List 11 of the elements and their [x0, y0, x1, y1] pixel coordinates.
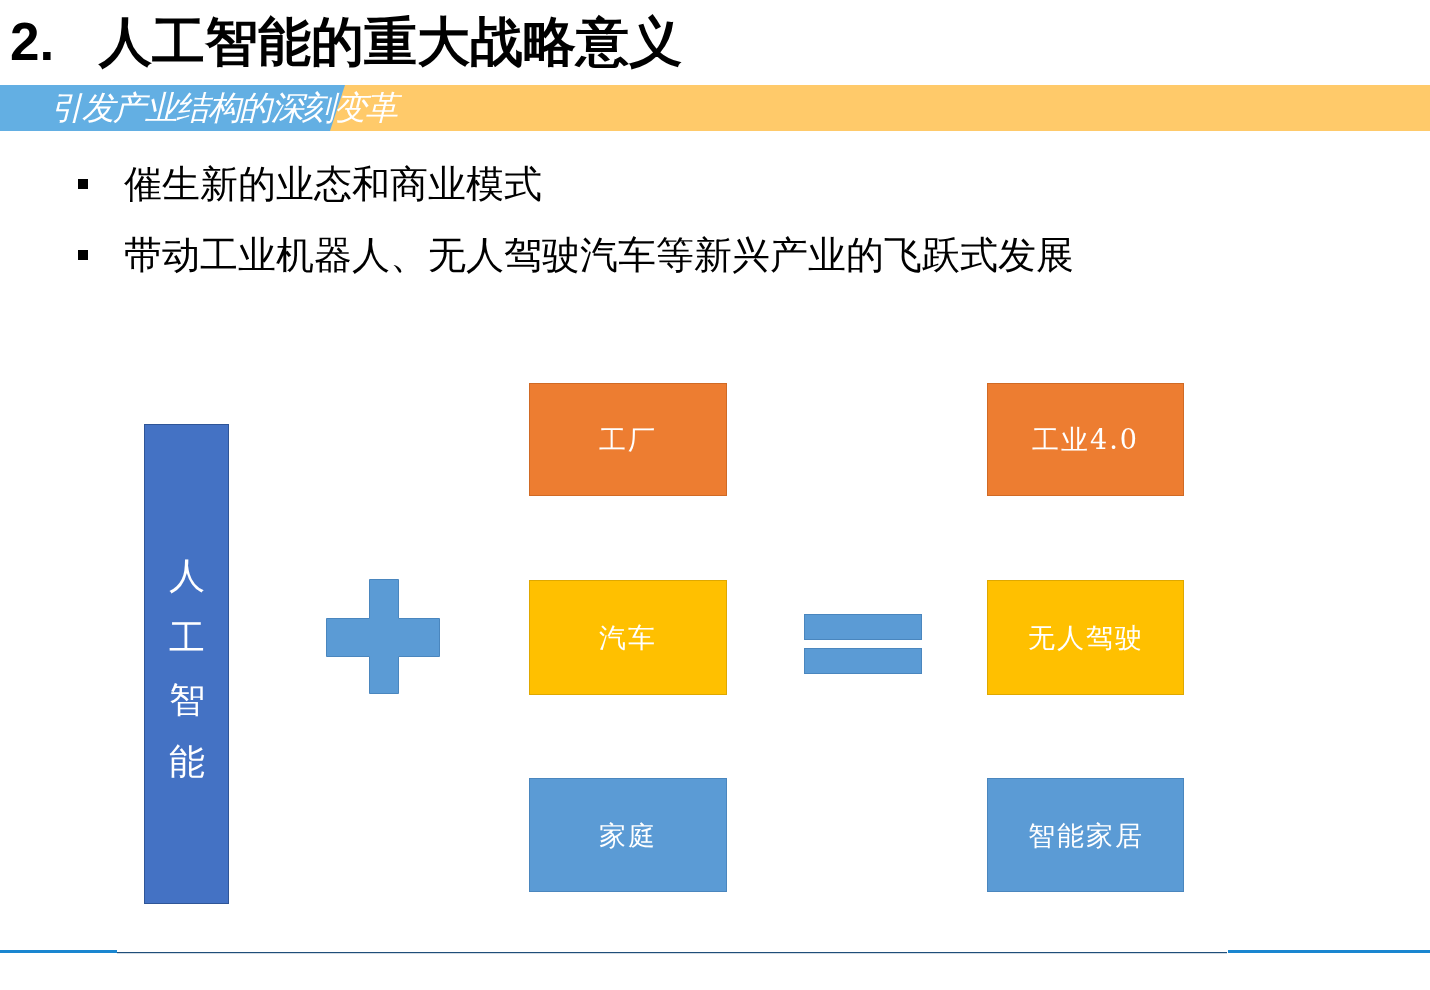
bullet-text: 催生新的业态和商业模式 [124, 162, 542, 207]
category-box: 工厂 [529, 383, 727, 496]
slide-title: 2. 人工智能的重大战略意义 [10, 12, 682, 72]
subtitle-band [0, 85, 1430, 131]
result-box: 智能家居 [987, 778, 1184, 892]
vertical-box: 人工智能 [144, 424, 229, 904]
result-box: 无人驾驶 [987, 580, 1184, 695]
result-box: 工业4.0 [987, 383, 1184, 496]
bullet-text: 带动工业机器人、无人驾驶汽车等新兴产业的飞跃式发展 [124, 233, 1074, 278]
category-box: 汽车 [529, 580, 727, 695]
category-box: 家庭 [529, 778, 727, 892]
